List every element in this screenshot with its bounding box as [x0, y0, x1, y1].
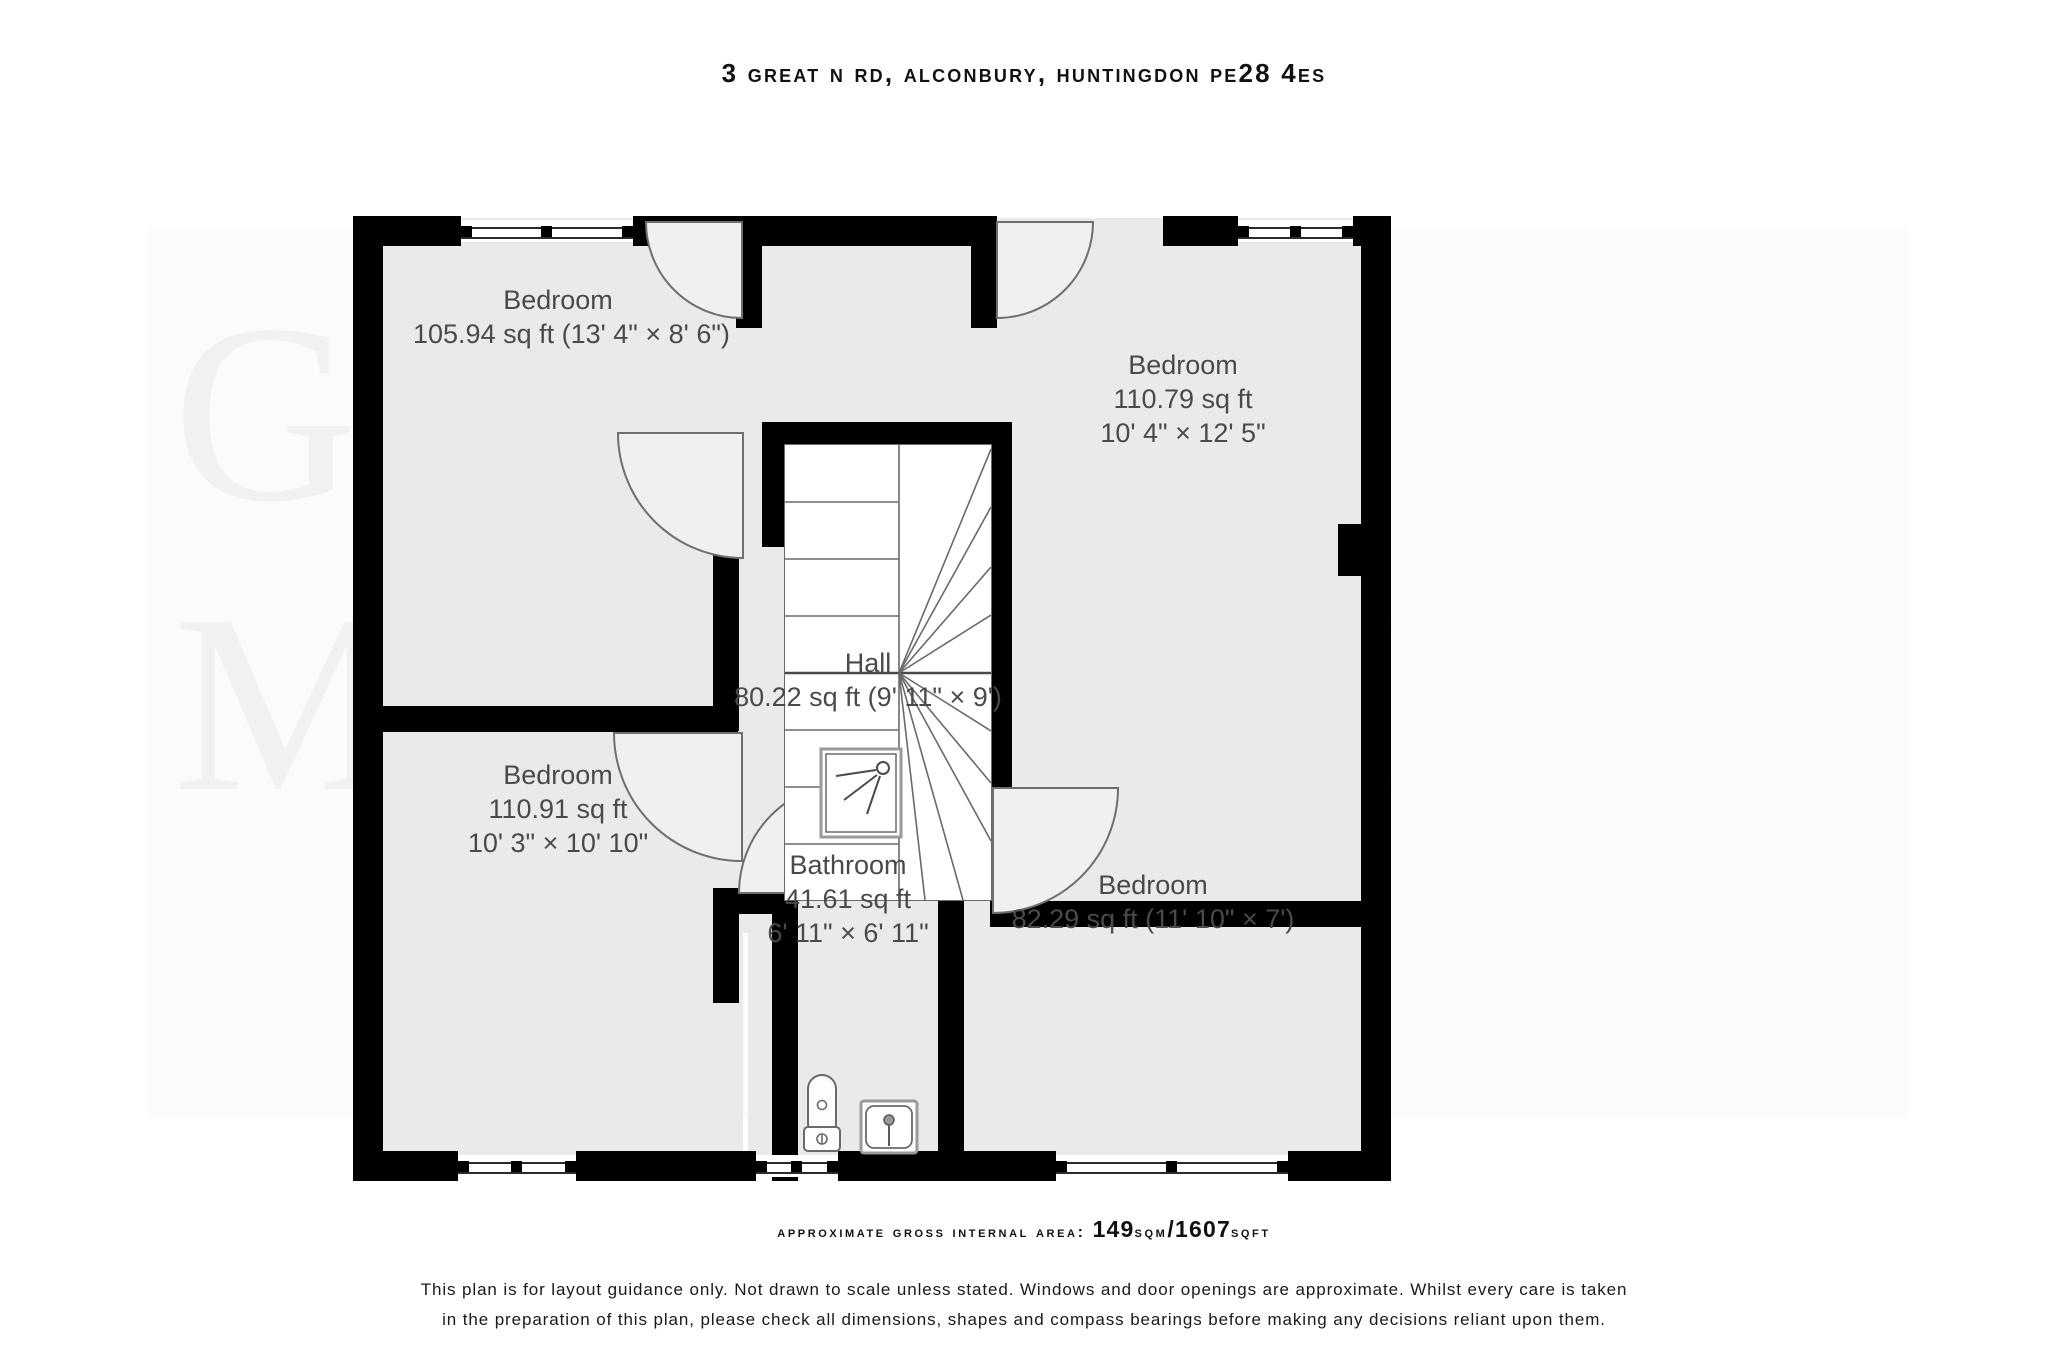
floor-plan-canvas: GIGGS & McGRATH — [148, 216, 1908, 1181]
gia-sqm-value: 149 — [1092, 1216, 1135, 1242]
disclaimer-line-2: in the preparation of this plan, please … — [442, 1309, 1606, 1329]
shower-icon — [819, 747, 903, 839]
door-hall-to-left-bedroom — [616, 432, 744, 563]
door-bedroom-bottom-right — [992, 787, 1120, 918]
wall-interior-stairs-enclosure-top — [762, 422, 1012, 444]
gia-sqm-unit: sqm — [1134, 1224, 1168, 1241]
gia-sqft-value: 1607 — [1175, 1216, 1231, 1242]
wall-interior-stairs-right-top — [971, 216, 997, 328]
toilet-icon — [798, 1074, 846, 1153]
floor-plan-inner: GIGGS & McGRATH — [148, 216, 1908, 1181]
gia-label: approximate gross internal area: — [777, 1224, 1086, 1241]
wall-exterior-bottom-right — [1288, 1151, 1391, 1181]
disclaimer-line-1: This plan is for layout guidance only. N… — [420, 1280, 1628, 1299]
door-bedroom-top-right — [996, 221, 1095, 322]
sink-icon — [859, 1099, 919, 1155]
room-fill-bedroom-bottom-right — [948, 928, 1381, 1168]
window-bottom-bathroom — [756, 1155, 838, 1177]
door-bedroom-bottom-left — [612, 732, 743, 863]
wall-exterior-bottom-left — [353, 1151, 458, 1181]
wall-exterior-right-notch — [1338, 524, 1391, 576]
page-title: 3 Great N Rd, Alconbury, Huntingdon PE28… — [721, 58, 1327, 88]
wall-exterior-top-mid-b — [1163, 216, 1238, 246]
wall-exterior-bottom-mid-a — [576, 1151, 756, 1181]
stairs-icon — [784, 444, 992, 901]
wall-interior-bathroom-left — [772, 901, 798, 1181]
door-bedroom-top-left — [644, 221, 743, 322]
window-top-left — [461, 220, 633, 242]
wall-exterior-right-lower — [1361, 572, 1391, 1181]
window-bottom-left — [458, 1155, 576, 1177]
disclaimer: This plan is for layout guidance only. N… — [0, 1275, 2048, 1335]
gia-sqft-unit: sqft — [1230, 1224, 1271, 1241]
wall-interior-stairs-enclosure-left — [762, 422, 784, 547]
wall-exterior-left — [353, 216, 383, 1181]
window-bottom-right — [1056, 1155, 1288, 1177]
window-top-right — [1238, 220, 1353, 242]
gross-internal-area: approximate gross internal area: 149sqm/… — [0, 1216, 2048, 1243]
wall-interior-left-horizontal — [353, 706, 738, 732]
gia-separator: / — [1167, 1216, 1175, 1242]
wall-exterior-right-upper — [1361, 216, 1391, 526]
wall-interior-hall-bottom-right — [990, 901, 1365, 927]
wall-interior-bathroom-right — [938, 901, 964, 1181]
